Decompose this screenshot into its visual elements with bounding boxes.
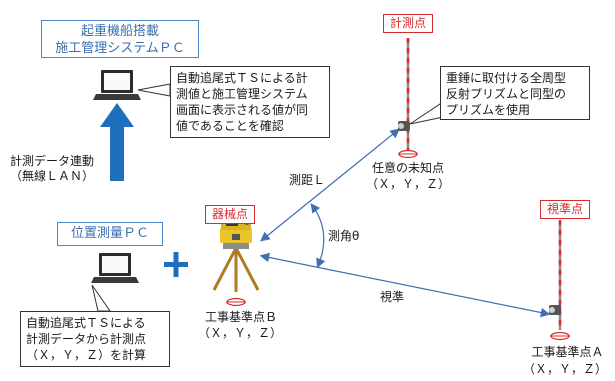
instrument-name: 工事基準点Ｂ	[204, 310, 277, 324]
data-link-label: 計測データ連動 （無線ＬＡＮ）	[6, 154, 98, 184]
angle-label: 測角θ	[328, 229, 360, 243]
callout-top-tail	[137, 83, 171, 97]
callout-top-line4: 値であることを確認	[176, 119, 284, 133]
callout-top: 自動追尾式ＴＳによる計 測値と施工管理システム 画面に表示される値が同 値である…	[170, 66, 330, 138]
sight-name: 工事基準点Ａ	[531, 345, 604, 359]
callout-prism-line1: 重錘に取付ける全周型	[446, 71, 567, 85]
angle-arc	[310, 203, 326, 269]
callout-bottom-line2: 計測データから計測点	[26, 332, 147, 346]
laptop-icon-top	[93, 70, 141, 100]
callout-bottom-tail	[91, 284, 111, 312]
sight-label: 視準	[380, 290, 405, 304]
data-link-line2: （無線ＬＡＮ）	[9, 169, 94, 183]
sight-pole	[549, 220, 570, 341]
total-station-icon	[212, 214, 260, 307]
pc-bottom-box: 位置測量ＰＣ	[57, 222, 163, 246]
callout-prism-line2: 反射プリズムと同型の	[446, 87, 567, 101]
callout-top-line1: 自動追尾式ＴＳによる計	[176, 71, 308, 85]
callout-prism-line3: プリズムを使用	[446, 103, 531, 117]
callout-prism: 重錘に取付ける全周型 反射プリズムと同型の プリズムを使用	[440, 66, 590, 120]
callout-bottom-line3: （Ｘ，Ｙ，Ｚ）を計算	[26, 348, 147, 362]
callout-bottom-line1: 自動追尾式ＴＳによる	[26, 316, 146, 330]
sight-coords: （Ｘ，Ｙ，Ｚ）	[522, 362, 607, 376]
pc-top-box: 起重機船搭載 施工管理システムＰＣ	[41, 20, 199, 58]
callout-bottom: 自動追尾式ＴＳによる 計測データから計測点 （Ｘ，Ｙ，Ｚ）を計算	[20, 311, 170, 367]
distance-label: 測距Ｌ	[289, 173, 326, 187]
instrument-tag: 器械点	[205, 205, 255, 224]
laptop-icon-bottom	[91, 253, 139, 283]
data-link-line1: 計測データ連動	[9, 154, 94, 168]
callout-top-line3: 画面に表示される値が同	[176, 103, 309, 117]
pc-top-line1: 起重機船搭載	[80, 24, 159, 39]
distance-line	[260, 128, 400, 242]
sight-line	[259, 252, 551, 318]
plus-icon	[164, 252, 188, 277]
measure-tag: 計測点	[383, 14, 433, 33]
measure-coords: （Ｘ，Ｙ，Ｚ）	[365, 177, 450, 191]
callout-top-line2: 測値と施工管理システム	[176, 87, 308, 101]
data-link-arrow	[100, 103, 134, 181]
instrument-coords: （Ｘ，Ｙ，Ｚ）	[197, 326, 282, 340]
sight-tag: 視準点	[540, 200, 590, 219]
measure-pole	[398, 38, 418, 159]
pc-bottom-label: 位置測量ＰＣ	[70, 226, 149, 241]
measure-name: 任意の未知点	[371, 161, 444, 175]
pc-top-line2: 施工管理システムＰＣ	[55, 41, 185, 56]
